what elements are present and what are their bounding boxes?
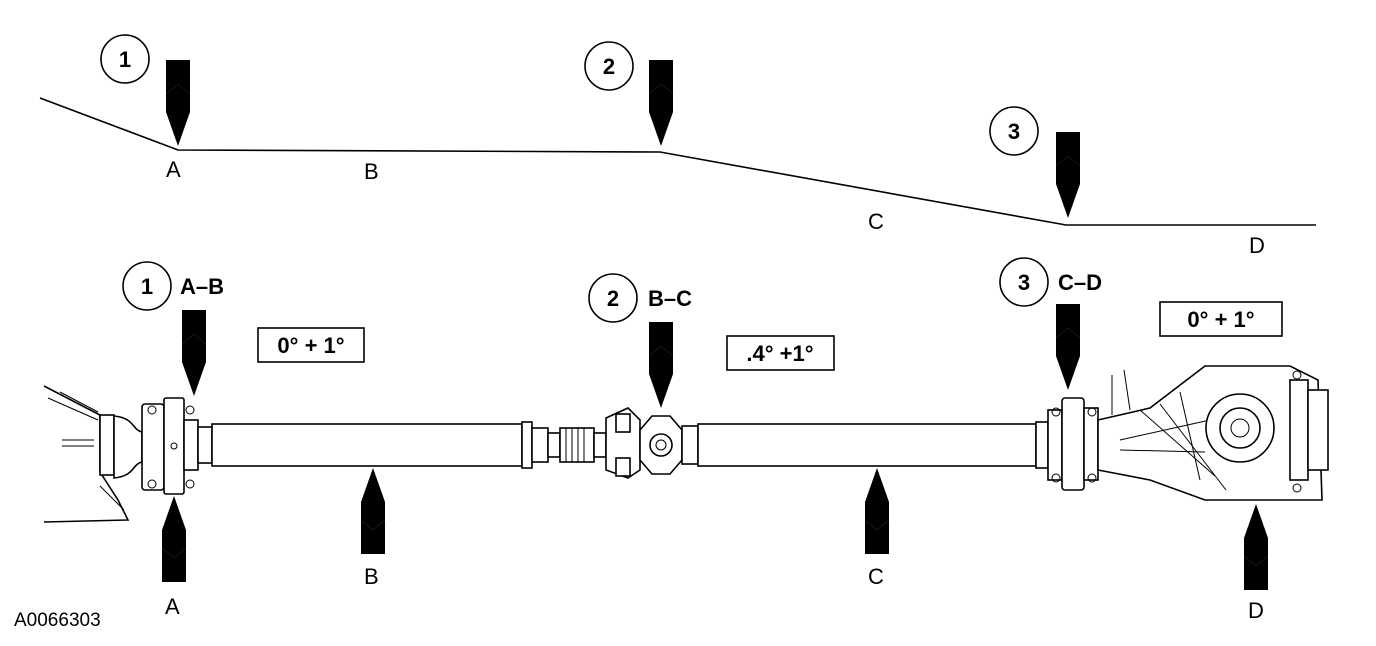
center-u-joint xyxy=(605,407,699,479)
callout-2: 2 xyxy=(584,41,634,91)
arrow-1-icon xyxy=(166,60,190,146)
driveshaft-tube-b xyxy=(211,423,523,467)
svg-text:0° + 1°: 0° + 1° xyxy=(1187,307,1254,332)
spec-box-3: 0° + 1° xyxy=(1159,301,1283,337)
shaft-point-b-label: B xyxy=(364,564,379,589)
point-b-label: B xyxy=(364,159,379,184)
spec-box-1: 0° + 1° xyxy=(257,327,365,363)
angle-schematic: 1 2 3 A B C D xyxy=(39,34,1316,258)
driveshaft-illustration: 1 A–B 2 B–C 3 C–D 0° + 1° .4° +1° 0° + 1… xyxy=(43,257,1329,623)
svg-text:0° + 1°: 0° + 1° xyxy=(277,333,344,358)
driveshaft-tube-c xyxy=(697,423,1037,467)
callout-1: 1 xyxy=(100,34,150,84)
svg-text:3: 3 xyxy=(1008,119,1020,144)
joint-2-label: B–C xyxy=(648,286,692,311)
joint-1-label: A–B xyxy=(180,274,224,299)
shaft-point-a-label: A xyxy=(165,594,180,619)
figure-id: A0066303 xyxy=(14,610,101,631)
svg-text:1: 1 xyxy=(141,274,153,299)
joint-callout-3: 3 C–D xyxy=(999,257,1102,307)
driveline-profile xyxy=(39,97,1316,226)
rear-differential xyxy=(1097,365,1329,501)
svg-text:1: 1 xyxy=(119,47,131,72)
front-flange-joint xyxy=(113,397,213,495)
arrow-b-icon xyxy=(361,468,385,554)
slip-yoke xyxy=(521,421,607,469)
arrow-joint-3-icon xyxy=(1056,304,1080,390)
joint-callout-1: 1 A–B xyxy=(122,261,224,311)
spec-box-2: .4° +1° xyxy=(726,335,835,371)
point-a-label: A xyxy=(166,157,181,182)
arrow-2-icon xyxy=(649,60,673,146)
svg-text:2: 2 xyxy=(607,286,619,311)
transmission-housing xyxy=(43,385,130,523)
joint-callout-2: 2 B–C xyxy=(588,273,692,323)
svg-text:2: 2 xyxy=(603,54,615,79)
shaft-point-c-label: C xyxy=(868,564,884,589)
arrow-c-icon xyxy=(865,468,889,554)
arrow-a-icon xyxy=(162,496,186,582)
svg-text:.4° +1°: .4° +1° xyxy=(746,341,813,366)
arrow-joint-2-icon xyxy=(649,322,673,408)
point-d-label: D xyxy=(1249,233,1265,258)
arrow-d-icon xyxy=(1244,504,1268,590)
arrow-joint-1-icon xyxy=(182,310,206,396)
shaft-point-d-label: D xyxy=(1248,598,1264,623)
svg-text:3: 3 xyxy=(1018,270,1030,295)
arrow-3-icon xyxy=(1056,132,1080,218)
joint-3-label: C–D xyxy=(1058,270,1102,295)
callout-3: 3 xyxy=(989,106,1039,156)
rear-flange-joint xyxy=(1035,397,1099,491)
point-c-label: C xyxy=(868,209,884,234)
